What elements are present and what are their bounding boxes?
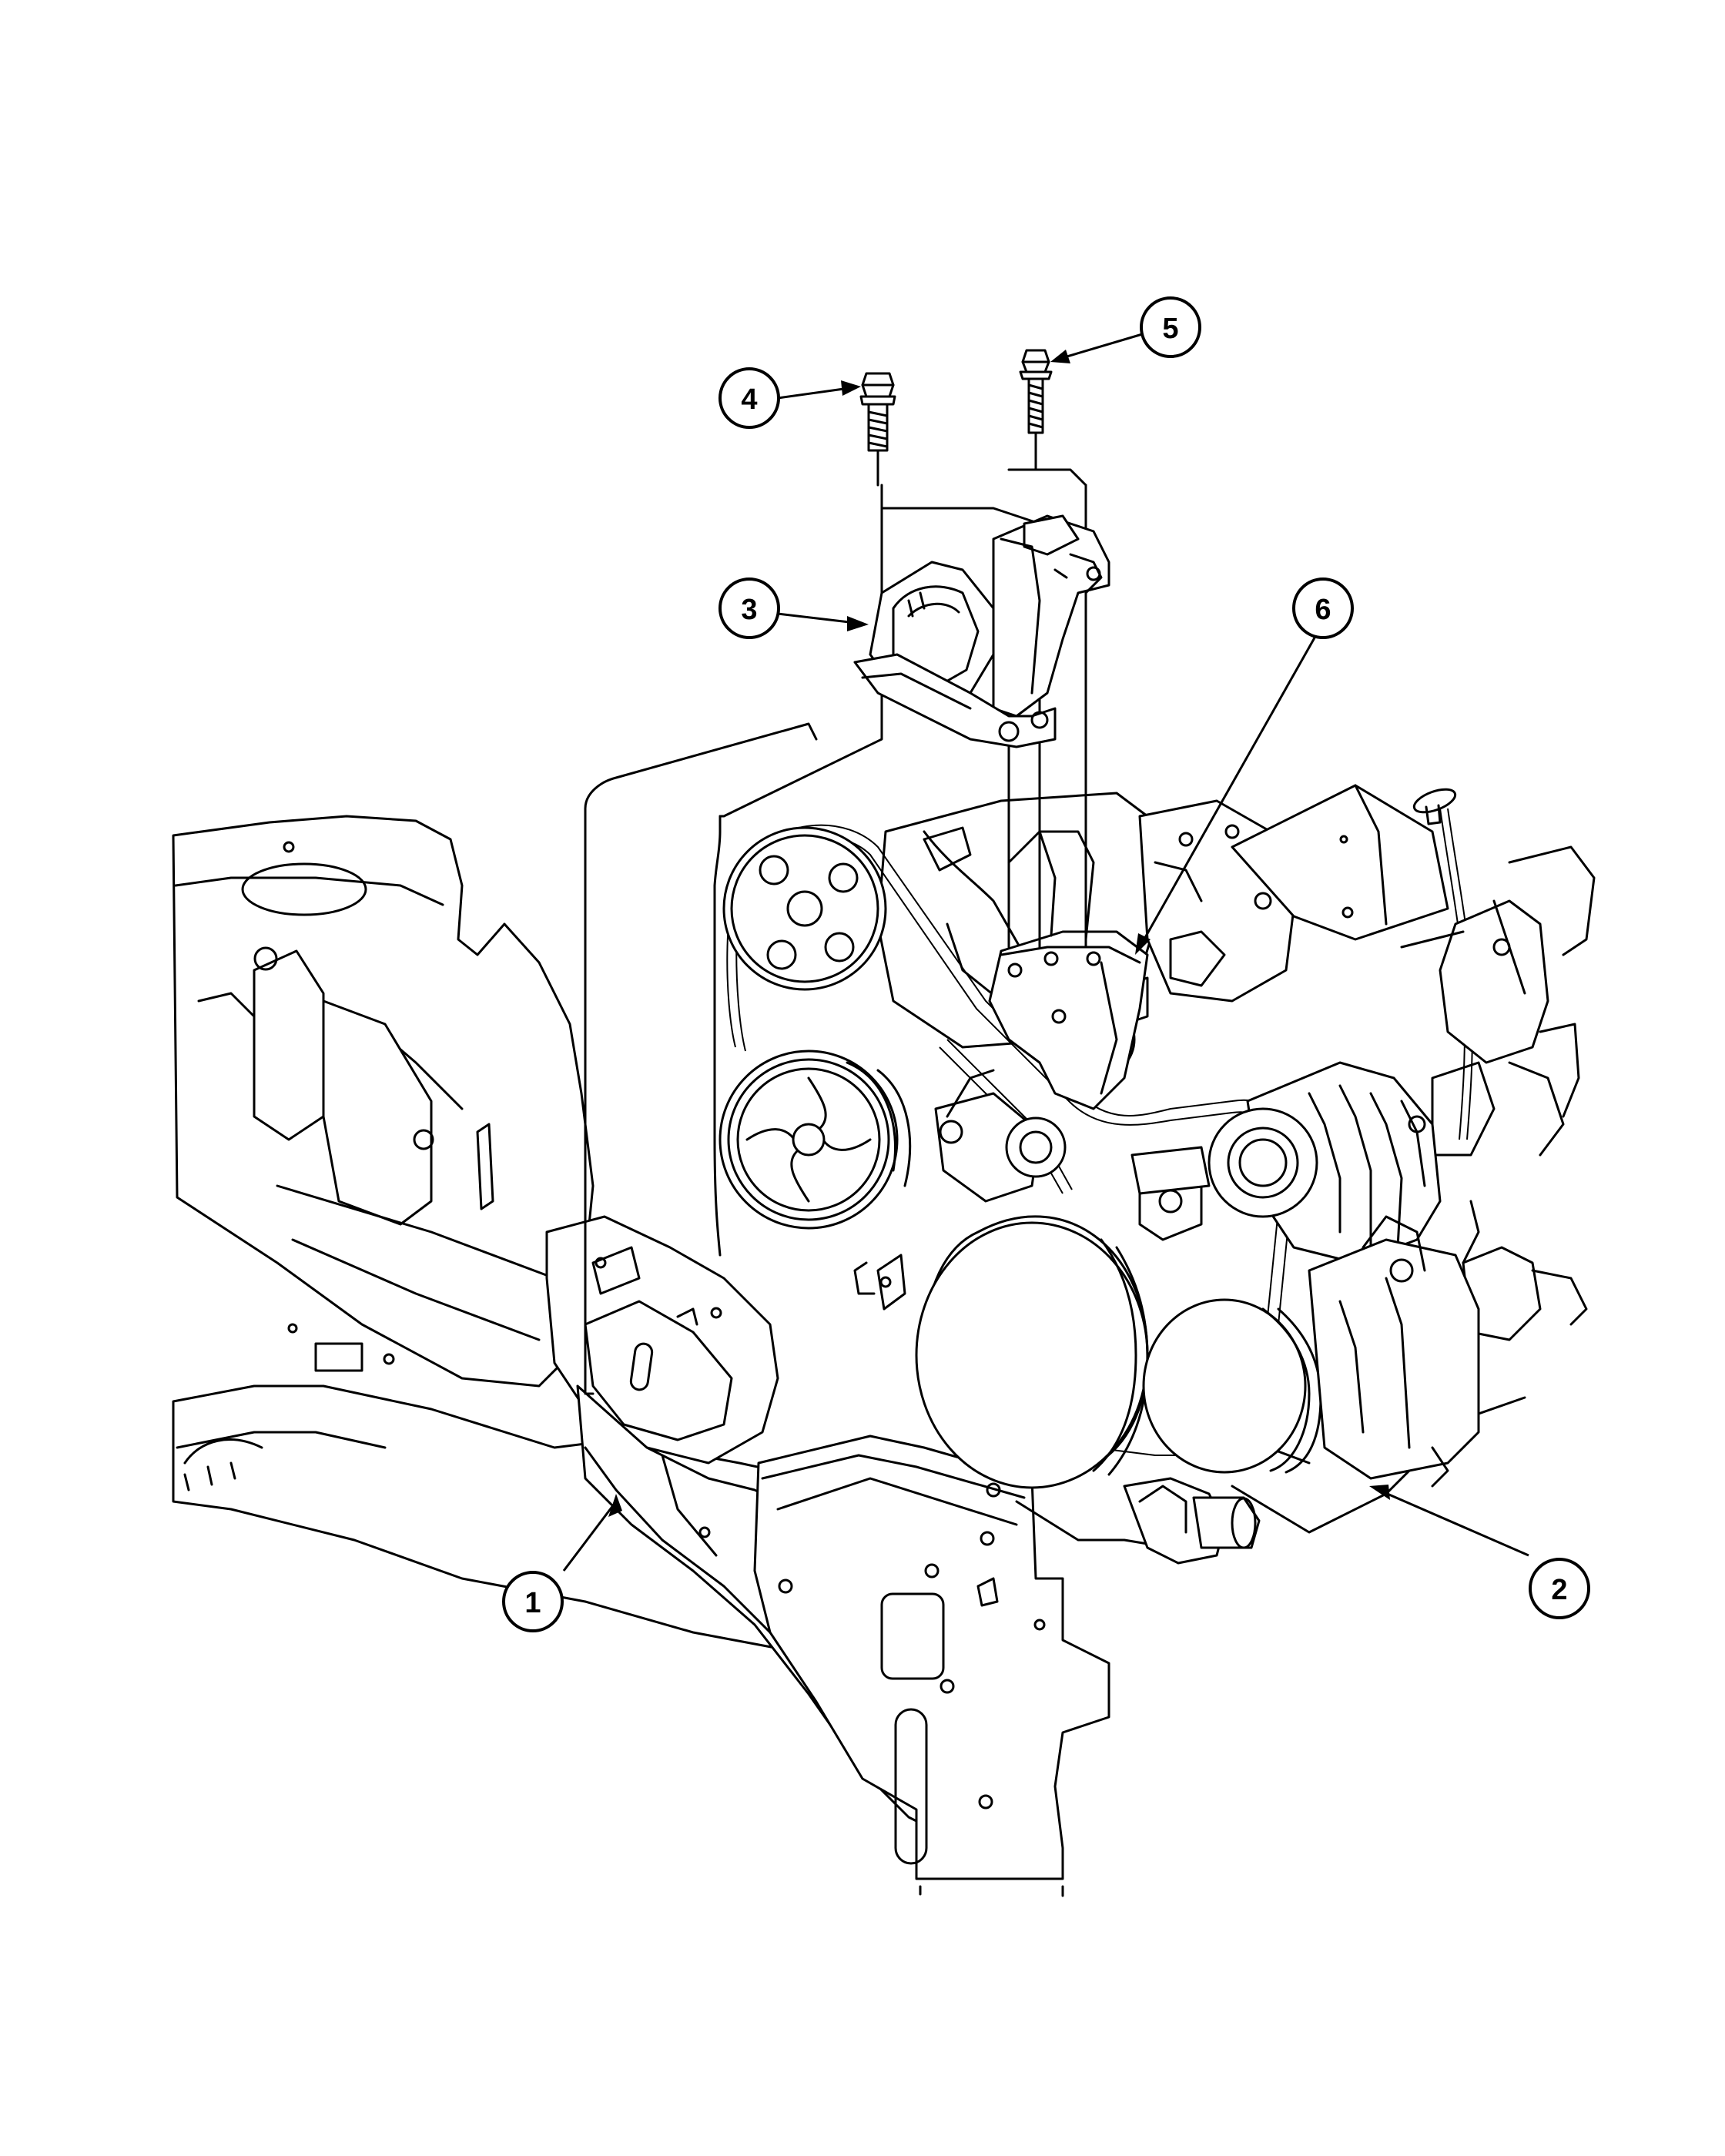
svg-text:6: 6 [1315, 594, 1331, 626]
callout-3: 3 [718, 578, 780, 639]
svg-text:5: 5 [1162, 313, 1178, 345]
callout-1: 1 [502, 1571, 564, 1632]
callout-2: 2 [1529, 1558, 1590, 1619]
svg-text:2: 2 [1551, 1574, 1567, 1606]
bolt-4 [859, 372, 896, 487]
callout-6: 6 [1292, 578, 1354, 639]
frame-cradle [172, 815, 1110, 1897]
bolt-5 [1019, 349, 1053, 471]
engine-mount-bracket [923, 826, 1149, 1110]
engine-mount-insulator [718, 468, 1110, 949]
serpentine-belt-drive [718, 824, 1480, 1489]
callout-4: 4 [718, 367, 780, 429]
callout-5: 5 [1140, 296, 1201, 358]
svg-text:1: 1 [524, 1587, 541, 1619]
svg-text:3: 3 [741, 594, 757, 626]
svg-text:4: 4 [741, 383, 757, 416]
